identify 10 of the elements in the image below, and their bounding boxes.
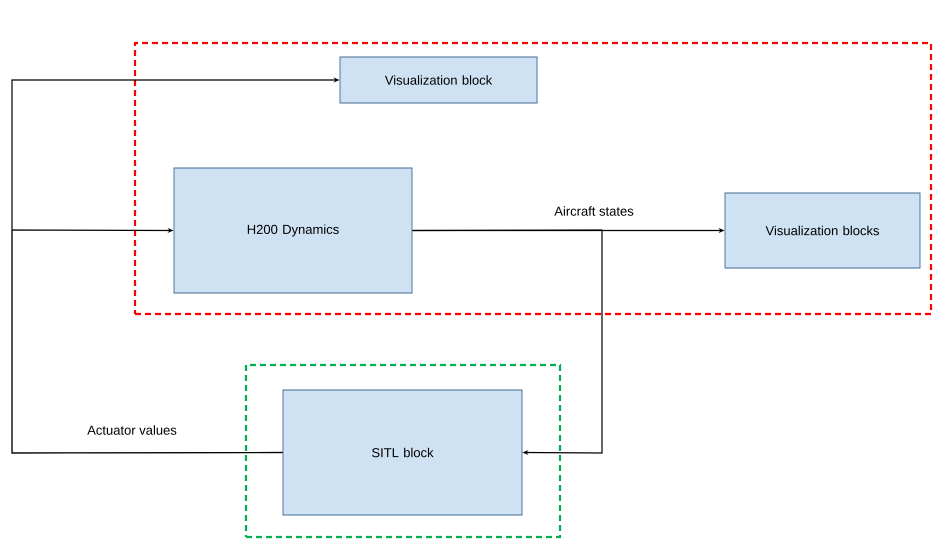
process-box: SITL block (282, 390, 522, 516)
process-box: Visualization blocks (724, 192, 920, 268)
process-box: Visualization block (340, 56, 538, 104)
arrow (412, 229, 603, 456)
edge-label: Aircraft states (553, 205, 635, 217)
edge-label: Actuator values (86, 424, 178, 436)
region-frame (244, 364, 562, 538)
region-frame (134, 42, 932, 316)
process-box: H200 Dynamics (174, 168, 412, 294)
arrow (11, 228, 283, 454)
